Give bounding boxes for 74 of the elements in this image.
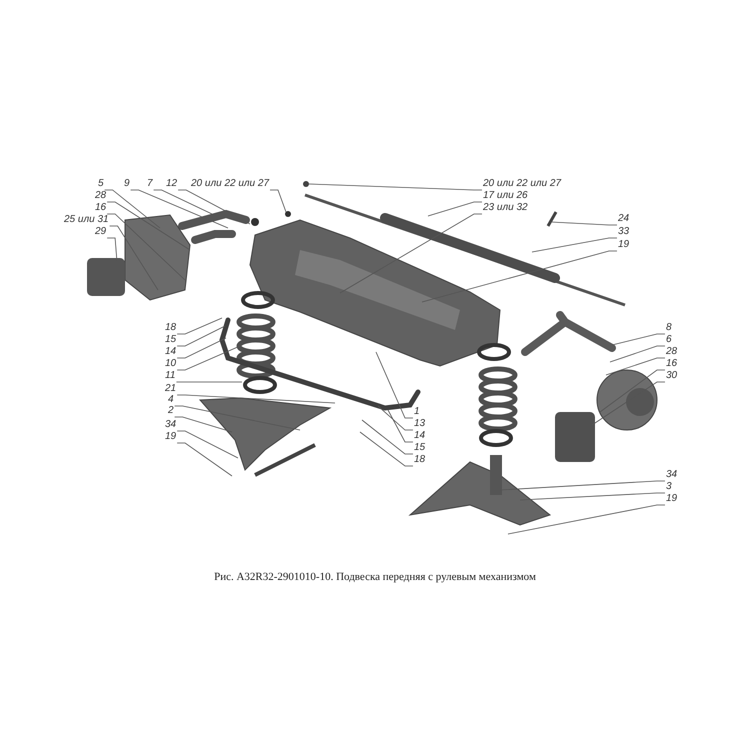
callout-number: 20 или 22 или 27 [191, 178, 270, 190]
leader-line [106, 214, 186, 280]
callout-number: 10 [165, 358, 176, 370]
callout-number: 23 или 32 [483, 202, 528, 214]
callout-number: 25 или 31 [64, 214, 109, 226]
leader-line [109, 226, 158, 290]
callout-number: 19 [618, 239, 630, 251]
callout-number: 14 [165, 346, 176, 358]
callout-number: 16 [95, 202, 106, 214]
leader-line [376, 352, 414, 418]
callout-number: 13 [414, 418, 426, 430]
callout-number: 14 [414, 430, 426, 442]
leader-line [388, 410, 414, 442]
leader-line [176, 346, 240, 370]
leader-line [422, 250, 618, 302]
leader-line [600, 370, 666, 412]
leader-line [610, 346, 666, 362]
callout-number: 24 [618, 213, 630, 225]
callout-number: 34 [666, 469, 678, 481]
leader-line [308, 184, 482, 190]
leader-line [176, 442, 232, 476]
callout-number: 34 [165, 419, 176, 431]
callout-number: 21 [165, 383, 176, 395]
callout-number: 11 [165, 370, 176, 382]
leader-line [176, 318, 222, 334]
callout-number: 29 [95, 226, 106, 238]
leader-line [270, 190, 286, 212]
leader-line [176, 338, 226, 358]
leader-line [532, 238, 618, 252]
callout-number: 12 [166, 178, 178, 190]
callout-number: 19 [666, 493, 678, 505]
leader-line [176, 394, 336, 404]
callout-number: 28 [95, 190, 106, 202]
leader-line [500, 480, 666, 490]
leader-line [130, 190, 228, 228]
callout-number: 30 [666, 370, 678, 382]
leader-line [153, 190, 212, 214]
callout-number: 17 или 26 [483, 190, 528, 202]
leader-line [360, 432, 414, 466]
leader-line [174, 416, 232, 432]
callout-number: 15 [414, 442, 426, 454]
callout-number: 4 [168, 394, 174, 406]
callout-number: 7 [147, 178, 153, 190]
callout-number: 16 [666, 358, 678, 370]
callout-number: 2 [168, 405, 174, 417]
caption: Рис. A32R32-2901010-10. Подвеска передняя с рулевым механизмом [214, 571, 536, 583]
leader-line [178, 190, 250, 224]
callout-number: 18 [414, 454, 426, 466]
leader-line [606, 358, 666, 376]
leader-line [340, 214, 482, 294]
callout-number: 6 [666, 334, 672, 346]
callout-number: 9 [124, 178, 130, 190]
leader-line [176, 430, 238, 458]
callout-number: 5 [98, 178, 104, 190]
callout-number: 15 [165, 334, 176, 346]
leader-line [428, 202, 482, 216]
callout-number: 1 [414, 406, 420, 418]
leader-line [550, 222, 618, 226]
leader-line [176, 326, 226, 346]
callout-number: 3 [666, 481, 672, 493]
leader-line [520, 492, 666, 500]
leader-line [104, 190, 160, 228]
callout-number: 19 [165, 431, 176, 443]
callout-number: 28 [666, 346, 678, 358]
leader-line [106, 202, 190, 250]
leader-line [362, 420, 414, 454]
leader-line [508, 504, 666, 534]
leader-line [174, 406, 300, 430]
callout-number: 33 [618, 226, 630, 238]
leader-line [378, 406, 414, 430]
leader-line [612, 334, 666, 346]
callout-number: 18 [165, 322, 176, 334]
callout-number: 8 [666, 322, 672, 334]
callout-number: 20 или 22 или 27 [483, 178, 562, 190]
